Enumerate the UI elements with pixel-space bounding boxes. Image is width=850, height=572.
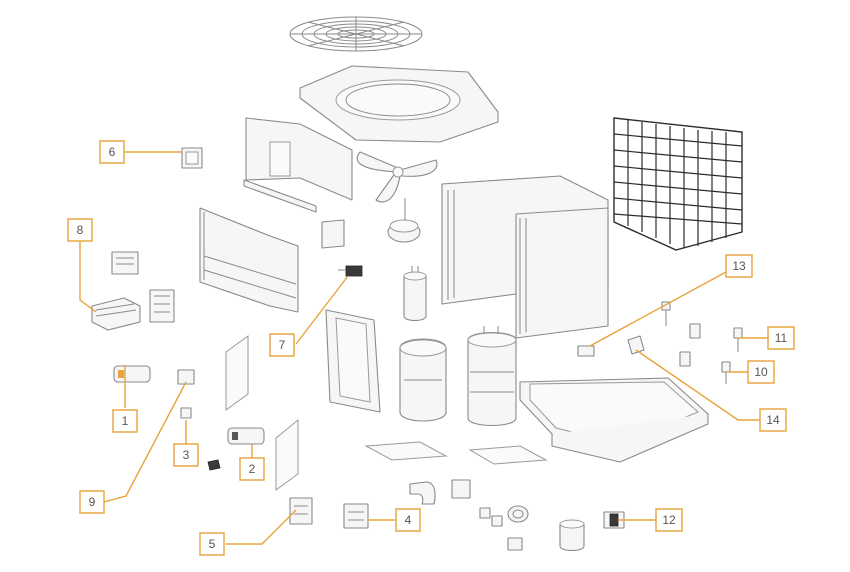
callout-4-label: 4 (405, 513, 412, 527)
pump-cylinder (559, 519, 585, 552)
callout-1[interactable]: 1 (112, 409, 138, 433)
callout-11-label: 11 (775, 331, 788, 345)
callout-11[interactable]: 11 (767, 326, 795, 350)
callout-7-label: 7 (279, 338, 286, 352)
plate-left (225, 335, 249, 411)
callout-1-label: 1 (122, 414, 129, 428)
pcb-board-main (91, 297, 141, 331)
side-panel-frame (325, 309, 381, 413)
callout-8-label: 8 (77, 223, 84, 237)
wire-grille (613, 117, 743, 251)
probe-set (661, 301, 701, 367)
front-panel-strip (243, 179, 317, 213)
callout-13[interactable]: 13 (725, 254, 753, 278)
plate-right (275, 418, 299, 491)
small-square-panel (321, 219, 345, 249)
part-9-relay (177, 369, 195, 385)
evaporator-coil-front (515, 207, 609, 339)
round-connector (507, 505, 529, 523)
callout-9-label: 9 (89, 495, 96, 509)
callout-14[interactable]: 14 (759, 408, 787, 432)
accumulator (403, 266, 427, 322)
part-14-valve (627, 335, 645, 355)
top-cover (299, 65, 499, 143)
callout-4[interactable]: 4 (395, 508, 421, 532)
leader-lines (79, 151, 768, 545)
callout-10-label: 10 (754, 365, 768, 379)
callout-13-label: 13 (732, 259, 746, 273)
fan-guard (289, 16, 423, 52)
part-5-contactor (289, 497, 313, 525)
compressor-right (467, 326, 517, 426)
compressor-left (399, 338, 447, 422)
callout-12[interactable]: 12 (655, 508, 683, 532)
part-13-sensor (577, 345, 595, 357)
capacitor-2 (227, 427, 265, 445)
callout-9[interactable]: 9 (79, 490, 105, 514)
part-4-contactor (343, 503, 369, 529)
part-3-sensor (180, 407, 192, 419)
part-11-probe (733, 327, 743, 352)
elbow-fitting (409, 481, 436, 505)
fan-blade (356, 151, 438, 203)
terminal-block (149, 289, 175, 323)
callout-14-label: 14 (766, 413, 780, 427)
base-plate-1 (364, 441, 448, 461)
callout-5[interactable]: 5 (199, 532, 225, 556)
part-6-bracket (181, 147, 203, 169)
callout-2-label: 2 (249, 462, 256, 476)
base-tray (519, 377, 709, 463)
connector-square (451, 479, 471, 499)
callout-6-label: 6 (109, 145, 116, 159)
callout-6[interactable]: 6 (99, 140, 125, 164)
callout-5-label: 5 (209, 537, 216, 551)
callout-10[interactable]: 10 (747, 360, 775, 384)
callout-8[interactable]: 8 (67, 218, 93, 242)
front-panel-lower (199, 207, 299, 313)
small-clip (207, 459, 221, 471)
small-fittings (479, 507, 523, 551)
callout-3[interactable]: 3 (173, 443, 199, 467)
callout-3-label: 3 (183, 448, 190, 462)
callout-12-label: 12 (662, 513, 676, 527)
callout-7[interactable]: 7 (269, 333, 295, 357)
part-10-probe (721, 361, 731, 384)
part-7-valve (338, 265, 363, 277)
front-panel-upper (245, 117, 353, 201)
callout-2[interactable]: 2 (239, 457, 265, 481)
pcb-board-small (111, 251, 139, 275)
fan-motor (387, 198, 421, 243)
base-plate-2 (468, 445, 548, 465)
capacitor-1 (113, 365, 151, 383)
